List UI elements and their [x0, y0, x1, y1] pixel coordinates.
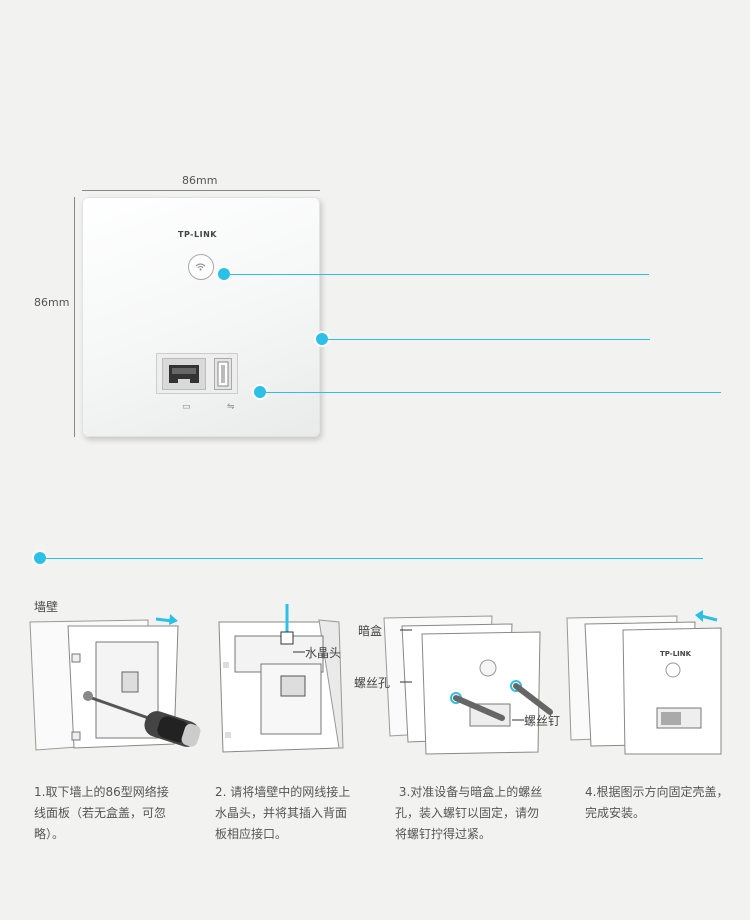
height-dimension-label: 86mm — [34, 296, 70, 309]
usb-port-icon: ⇋ — [227, 402, 235, 412]
wall-label: 墙壁 — [34, 600, 59, 614]
callout-back-box: 暗盒 — [358, 624, 383, 638]
callout-dot-wifi — [218, 268, 230, 280]
usb-port — [214, 358, 232, 390]
step-4-text: 4.根据图示方向固定壳盖， 完成安装。 — [585, 785, 729, 820]
lan-port-icon: ▭ — [182, 402, 191, 412]
step-2-text: 2. 请将墙壁中的网线接上 水晶头，并将其插入背面 板相应接口。 — [215, 785, 351, 841]
wifi-icon — [195, 263, 206, 271]
brand-logo-small: TP-LINK — [660, 650, 692, 658]
height-dimension-line — [74, 197, 75, 437]
step-3-text: 3.对准设备与暗盒上的螺丝 孔，装入螺钉以固定，请勿 将螺钉拧得过紧。 — [395, 785, 543, 841]
arrow-right-icon — [155, 614, 178, 625]
step-1-text: 1.取下墙上的86型网络接 线面板（若无盒盖，可忽 略）。 — [34, 785, 169, 841]
ethernet-icon — [169, 365, 199, 383]
callout-dot-ports — [254, 386, 266, 398]
callout-crystal-head: 水晶头 — [305, 646, 342, 660]
step3-illustration: 暗盒 螺丝孔 螺丝钉 — [352, 612, 562, 762]
usb-icon — [217, 361, 229, 387]
screwdriver-icon — [144, 711, 201, 747]
callout-screw: 螺丝钉 — [524, 714, 561, 728]
step1-illustration — [28, 612, 208, 762]
brand-logo: TP-LINK — [178, 230, 217, 239]
step4-illustration: TP-LINK — [565, 608, 725, 758]
callout-dot-panel — [316, 333, 328, 345]
width-dimension-line — [82, 190, 320, 191]
callout-line-ports — [266, 392, 721, 393]
port-plate — [156, 353, 238, 394]
callout-line-wifi — [230, 274, 649, 275]
step2-illustration: 水晶头 — [215, 602, 365, 758]
callout-screw-hole: 螺丝孔 — [354, 676, 391, 690]
ethernet-port — [162, 358, 206, 390]
wifi-button — [188, 254, 214, 280]
arrow-left-icon — [695, 610, 718, 622]
width-dimension-label: 86mm — [182, 174, 218, 187]
section-dot — [34, 552, 46, 564]
section-line — [46, 558, 703, 559]
callout-line-panel — [328, 339, 650, 340]
wall-panel-ap: TP-LINK ▭ ⇋ — [82, 197, 320, 437]
